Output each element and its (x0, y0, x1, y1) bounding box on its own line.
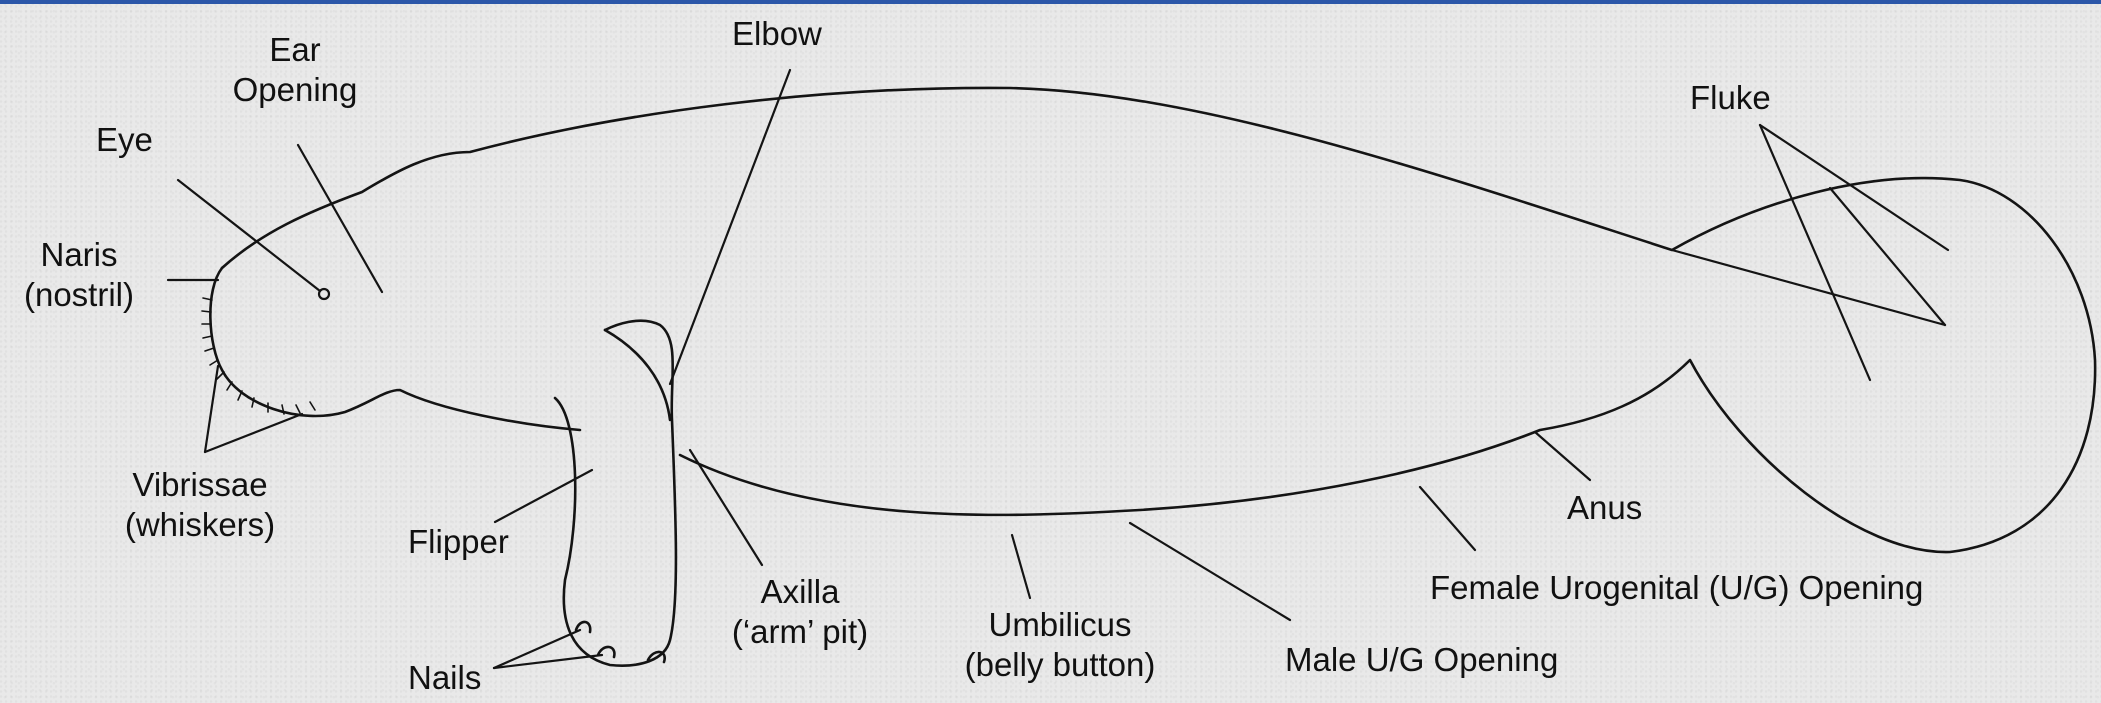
flipper-outline (555, 321, 676, 666)
label-eye: Eye (96, 120, 153, 160)
leader-anus (1535, 432, 1590, 480)
whiskers (202, 298, 315, 414)
label-axilla: Axilla (‘arm’ pit) (705, 572, 895, 652)
leader-elbow (670, 70, 790, 384)
label-flipper: Flipper (408, 522, 509, 562)
body-outline (222, 88, 2095, 552)
leader-vibrissae-2 (205, 414, 302, 452)
leader-female-ug (1420, 487, 1475, 550)
label-anus: Anus (1567, 488, 1642, 528)
label-nails: Nails (408, 658, 481, 698)
leader-ear (298, 145, 382, 292)
label-elbow: Elbow (732, 14, 822, 54)
leader-eye (178, 180, 320, 291)
leader-umbilicus (1012, 535, 1030, 598)
head-outline (210, 268, 580, 430)
label-naris: Naris (nostril) (0, 235, 158, 315)
leader-flipper (495, 470, 592, 522)
leader-fluke-4 (1672, 250, 1945, 325)
flipper-inner (605, 330, 670, 420)
leader-fluke-2 (1760, 125, 1870, 380)
leader-axilla (690, 450, 762, 565)
label-male-ug: Male U/G Opening (1285, 640, 1558, 680)
label-umbilicus: Umbilicus (belly button) (935, 605, 1185, 685)
label-vibrissae: Vibrissae (whiskers) (100, 465, 300, 545)
label-ear-opening: Ear Opening (210, 30, 380, 110)
label-female-ug: Female Urogenital (U/G) Opening (1430, 568, 1923, 608)
label-fluke: Fluke (1690, 78, 1771, 118)
leader-vibrissae-1 (205, 366, 218, 452)
leader-fluke-1 (1760, 125, 1948, 250)
